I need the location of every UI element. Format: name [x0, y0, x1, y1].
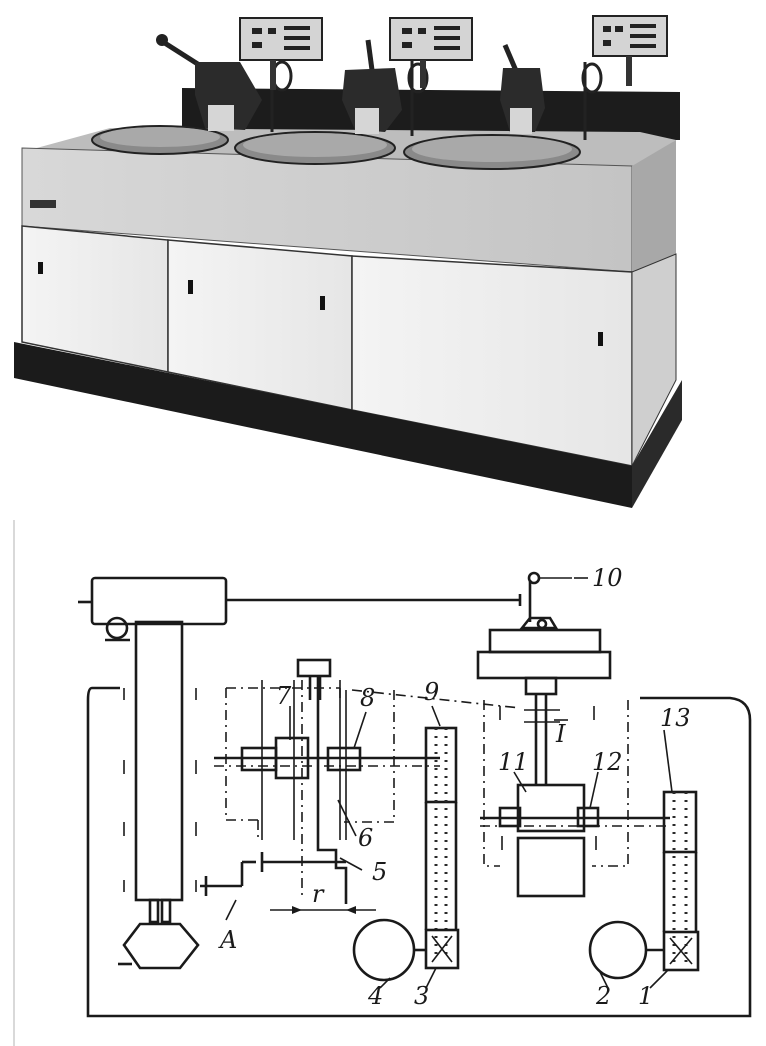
lapping-plate-2: [234, 131, 396, 165]
pulley-13: [662, 790, 698, 854]
label-5: 5: [372, 858, 387, 886]
label-1: 1: [638, 982, 653, 1010]
workholder-head: [122, 922, 200, 970]
gauge-3: [581, 62, 603, 140]
brand-plate: [30, 200, 56, 208]
machine-base: [14, 342, 632, 508]
label-10: 10: [592, 564, 623, 592]
label-A: A: [218, 926, 237, 954]
label-3: 3: [414, 982, 429, 1010]
lapping-machine-photo: [14, 15, 682, 508]
machine-counter-side: [632, 140, 676, 272]
lapping-plate: [488, 628, 602, 654]
label-4: 4: [367, 982, 383, 1010]
door-handle-3: [320, 296, 325, 310]
eccentric-cap: [296, 658, 332, 678]
gear-11: [516, 783, 586, 833]
gauge-2: [407, 60, 429, 136]
arm-housing: [90, 576, 228, 626]
motor-2: [588, 920, 648, 980]
label-13: 13: [660, 704, 691, 732]
door-handle-2: [188, 280, 193, 294]
door-handle-1: [38, 262, 43, 274]
kinematic-diagram: 10 7 8 9 13 I 11 12 6 5 r A 4 3 2 1: [13, 520, 752, 1046]
machine-frame: [86, 686, 752, 1018]
pulley-9: [424, 726, 458, 804]
label-7: 7: [276, 682, 292, 710]
motor-4: [352, 918, 416, 982]
label-12: 12: [592, 748, 623, 776]
machine-back-panel: [182, 88, 680, 140]
label-r: r: [312, 880, 325, 908]
pivot-bearing: [105, 616, 129, 640]
machine-base-side: [632, 380, 682, 508]
workholder-arm-2: [342, 39, 402, 134]
control-box-1: [239, 17, 323, 90]
eccentric-shaft: [316, 676, 348, 904]
workholder-arm-3: [500, 44, 545, 134]
door-handle-4: [598, 332, 603, 346]
label-11: 11: [498, 748, 529, 776]
label-2: 2: [595, 982, 611, 1010]
control-box-3: [592, 15, 668, 86]
spindle-gearbox: [483, 700, 629, 867]
gauge-10: [527, 571, 541, 585]
lapping-plate-1: [91, 125, 229, 155]
cabinet-side: [631, 253, 677, 467]
workholder-arm-1: [156, 34, 262, 131]
label-6: 6: [358, 824, 373, 852]
label-I: I: [555, 720, 566, 748]
lapping-plate-3: [403, 134, 581, 170]
control-box-2: [389, 17, 473, 88]
label-8: 8: [360, 684, 375, 712]
left-column: [134, 620, 184, 902]
label-9: 9: [424, 678, 439, 706]
